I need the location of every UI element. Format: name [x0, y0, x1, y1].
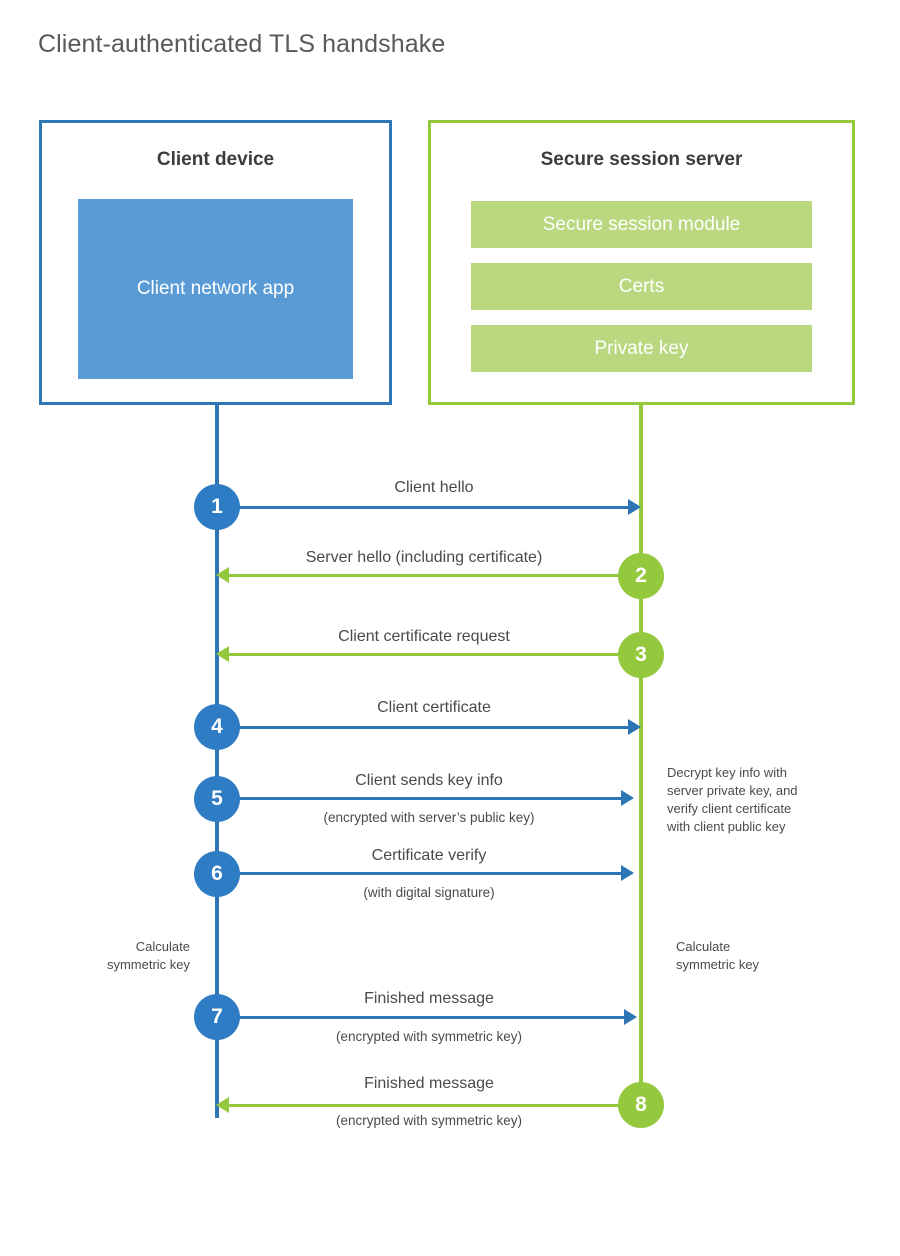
- arrow-head-4: [628, 719, 641, 735]
- step-circle-1[interactable]: 1: [194, 484, 240, 530]
- actor-title-server: Secure session server: [540, 149, 743, 170]
- arrow-shaft-6: [217, 872, 625, 875]
- actor-box-server: Secure session server Secure session mod…: [428, 120, 855, 405]
- server-component-private-key: Private key: [471, 325, 812, 372]
- arrow-shaft-2: [229, 574, 639, 577]
- arrow-shaft-3: [229, 653, 639, 656]
- message-label-3: Client certificate request: [338, 628, 510, 645]
- annotation-server-decrypt: Decrypt key info with server private key…: [667, 765, 798, 834]
- arrow-shaft-8: [229, 1104, 639, 1107]
- message-label-2: Server hello (including certificate): [305, 549, 543, 566]
- actor-title-client: Client device: [156, 149, 275, 170]
- lifeline-client: [215, 405, 219, 1118]
- arrow-head-2: [216, 567, 229, 583]
- arrow-head-7: [624, 1009, 637, 1025]
- annotation-client-calculate-symmetric-key: Calculate symmetric key: [106, 939, 190, 972]
- annotation-server-calculate-symmetric-key: Calculate symmetric key: [676, 939, 760, 972]
- arrow-shaft-1: [217, 506, 635, 509]
- message-sublabel-6: (with digital signature): [363, 885, 495, 900]
- message-sublabel-5: (encrypted with server’s public key): [323, 810, 535, 825]
- lifeline-server: [639, 405, 643, 1106]
- step-circle-2[interactable]: 2: [618, 553, 664, 599]
- message-label-7: Finished message: [364, 990, 494, 1007]
- step-circle-5[interactable]: 5: [194, 776, 240, 822]
- arrow-head-3: [216, 646, 229, 662]
- step-circle-8[interactable]: 8: [618, 1082, 664, 1128]
- server-component-secure-session-module: Secure session module: [471, 201, 812, 248]
- arrow-head-1: [628, 499, 641, 515]
- arrow-head-6: [621, 865, 634, 881]
- step-circle-6[interactable]: 6: [194, 851, 240, 897]
- message-label-1: Client hello: [394, 479, 474, 496]
- message-sublabel-7: (encrypted with symmetric key): [335, 1029, 523, 1044]
- message-sublabel-8: (encrypted with symmetric key): [335, 1113, 523, 1128]
- actor-box-client: Client device Client network app: [39, 120, 392, 405]
- step-circle-3[interactable]: 3: [618, 632, 664, 678]
- step-circle-4[interactable]: 4: [194, 704, 240, 750]
- step-circle-7[interactable]: 7: [194, 994, 240, 1040]
- message-label-8: Finished message: [364, 1075, 494, 1092]
- client-network-app-block: Client network app: [78, 199, 353, 379]
- arrow-shaft-5: [217, 797, 625, 800]
- message-label-6: Certificate verify: [371, 847, 487, 864]
- arrow-head-5: [621, 790, 634, 806]
- message-label-5: Client sends key info: [355, 772, 503, 789]
- arrow-head-8: [216, 1097, 229, 1113]
- arrow-shaft-7: [217, 1016, 629, 1019]
- arrow-shaft-4: [217, 726, 635, 729]
- message-label-4: Client certificate: [377, 699, 491, 716]
- page-title: Client-authenticated TLS handshake: [38, 30, 446, 58]
- server-component-certs: Certs: [471, 263, 812, 310]
